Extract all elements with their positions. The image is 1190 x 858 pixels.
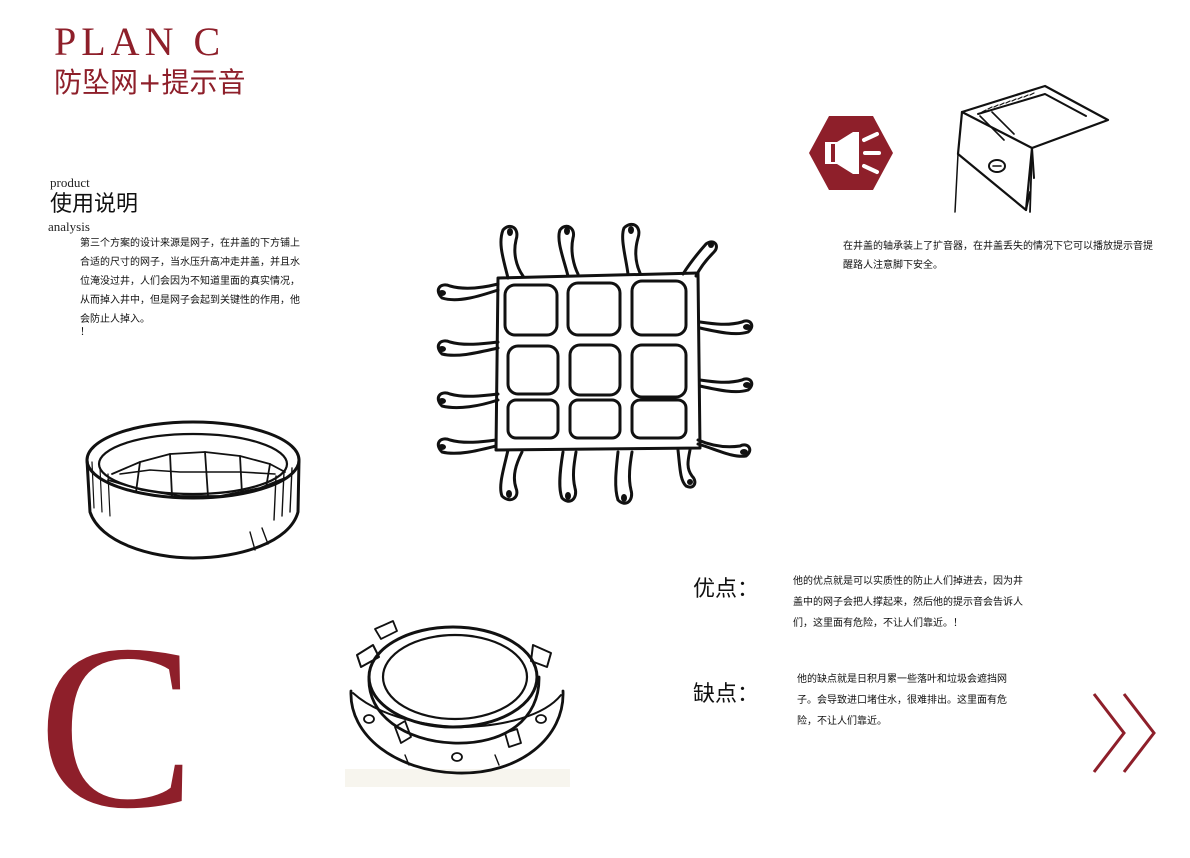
advantages-label: 优点： (693, 577, 760, 602)
usage-note: ！ (80, 327, 90, 338)
disadvantages-text: 他的缺点就是日积月累一些落叶和垃圾会遮挡网子。会导致进口堵住水，很难排出。这里面… (797, 674, 1007, 727)
manhole-cover-sketch (345, 615, 570, 787)
speaker-icon (807, 114, 895, 192)
decorative-letter-c: C (38, 597, 196, 858)
analysis-label: analysis (48, 219, 90, 234)
page-title: PLAN C (54, 19, 226, 64)
page-subtitle: 防坠网+提示音 (54, 66, 246, 99)
disadvantages-label: 缺点： (693, 682, 760, 707)
speaker-bracket-sketch (950, 82, 1115, 217)
ring-with-net-sketch (80, 412, 310, 562)
usage-heading: 使用说明 (50, 192, 139, 217)
speaker-description: 在井盖的轴承装上了扩音器，在井盖丢失的情况下它可以播放提示音提醒路人注意脚下安全… (843, 241, 1153, 271)
product-label: product (50, 175, 90, 190)
usage-paragraph: 第三个方案的设计来源是网子，在井盖的下方铺上合适的尺寸的网子，当水压升高冲走井盖… (80, 238, 300, 325)
next-page-chevron-icon[interactable] (1090, 690, 1162, 776)
net-sketch (428, 218, 773, 508)
advantages-text: 他的优点就是可以实质性的防止人们掉进去，因为井盖中的网子会把人撑起来，然后他的提… (793, 576, 1023, 629)
